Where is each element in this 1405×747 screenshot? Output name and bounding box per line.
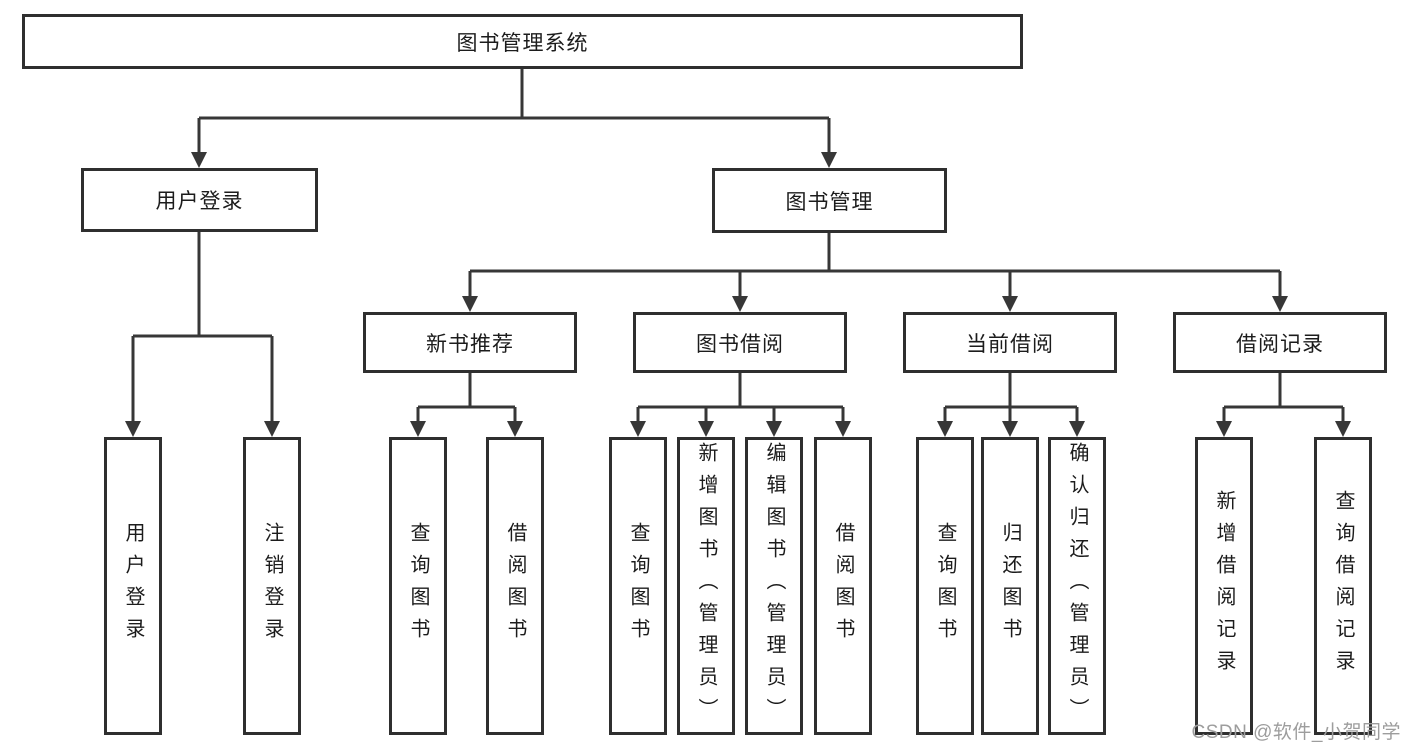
arrowhead-icon [1216, 421, 1232, 437]
leaf-user-login: 用户登录 [104, 437, 162, 735]
node-user-login: 用户登录 [81, 168, 318, 232]
arrowhead-icon [1002, 296, 1018, 312]
arrowhead-icon [821, 152, 837, 168]
node-book-management: 图书管理 [712, 168, 947, 233]
arrowhead-icon [1069, 421, 1085, 437]
arrowhead-icon [937, 421, 953, 437]
arrowhead-icon [264, 421, 280, 437]
arrowhead-icon [630, 421, 646, 437]
leaf-edit-book-admin: 编辑图书（管理员） [745, 437, 803, 735]
leaf-borrow-books-recommend: 借阅图书 [486, 437, 544, 735]
arrowhead-icon [766, 421, 782, 437]
leaf-borrow-books: 借阅图书 [814, 437, 872, 735]
leaf-query-books-borrow: 查询图书 [609, 437, 667, 735]
connector-path [131, 69, 1345, 433]
leaf-add-borrow-record: 新增借阅记录 [1195, 437, 1253, 735]
arrowhead-icon [835, 421, 851, 437]
leaf-query-books-recommend: 查询图书 [389, 437, 447, 735]
leaf-query-books-current: 查询图书 [916, 437, 974, 735]
node-library-management-system: 图书管理系统 [22, 14, 1023, 69]
arrowhead-icon [1335, 421, 1351, 437]
node-borrow-records: 借阅记录 [1173, 312, 1387, 373]
arrowhead-icon [1002, 421, 1018, 437]
leaf-logout-login: 注销登录 [243, 437, 301, 735]
arrowheads [125, 152, 1351, 437]
arrowhead-icon [125, 421, 141, 437]
node-current-borrow: 当前借阅 [903, 312, 1117, 373]
node-book-borrow: 图书借阅 [633, 312, 847, 373]
arrowhead-icon [1272, 296, 1288, 312]
watermark: CSDN @软件_小贺同学 [1191, 722, 1401, 743]
arrowhead-icon [698, 421, 714, 437]
leaf-add-book-admin: 新增图书（管理员） [677, 437, 735, 735]
arrowhead-icon [410, 421, 426, 437]
arrowhead-icon [191, 152, 207, 168]
leaf-query-borrow-record: 查询借阅记录 [1314, 437, 1372, 735]
arrowhead-icon [507, 421, 523, 437]
arrowhead-icon [462, 296, 478, 312]
node-new-book-recommend: 新书推荐 [363, 312, 577, 373]
leaf-confirm-return-admin: 确认归还（管理员） [1048, 437, 1106, 735]
arrowhead-icon [732, 296, 748, 312]
leaf-return-books: 归还图书 [981, 437, 1039, 735]
